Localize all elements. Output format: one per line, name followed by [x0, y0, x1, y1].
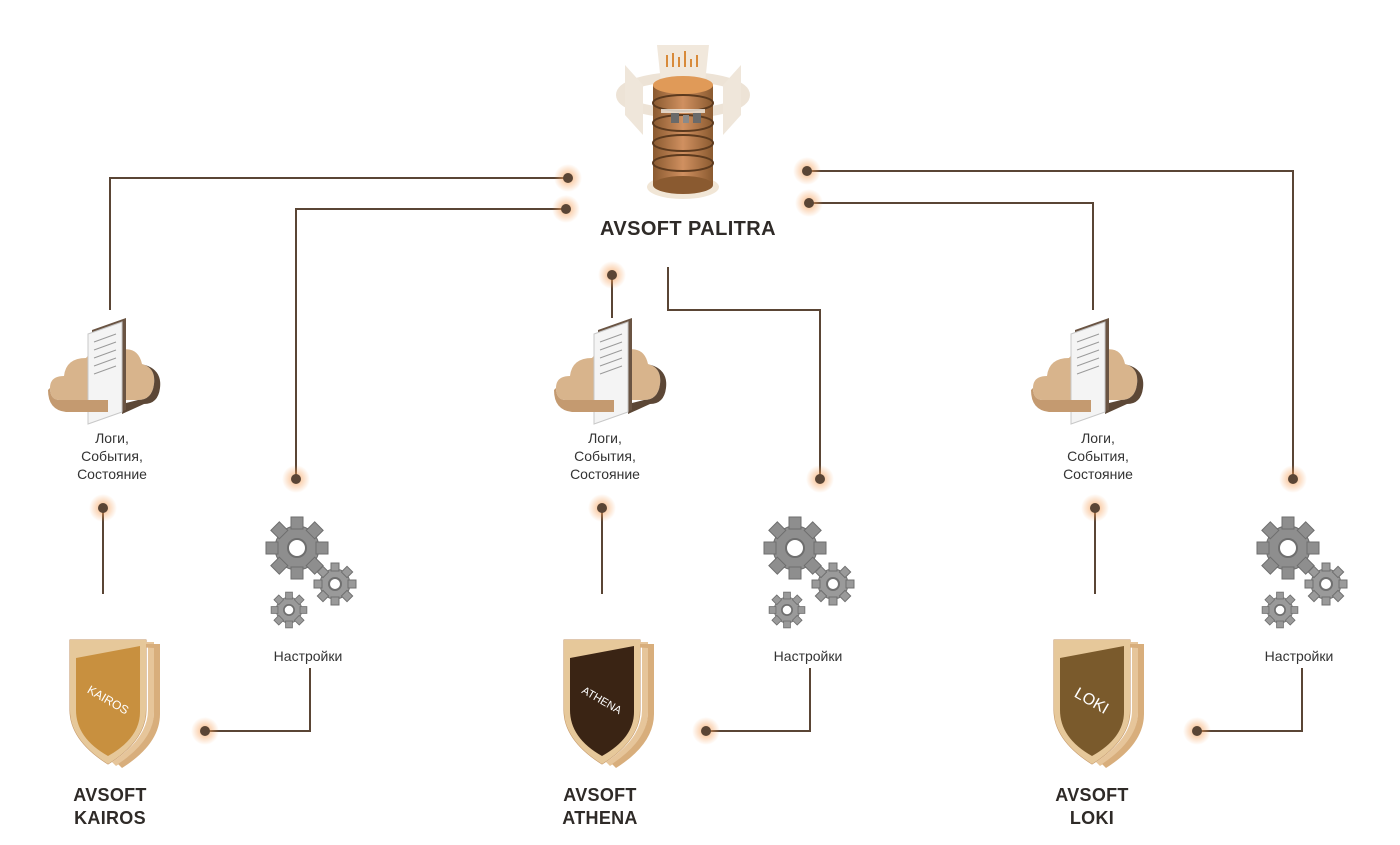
connector-dots [89, 157, 1307, 745]
connector-dot [806, 465, 834, 493]
athena-settings-return-line [706, 668, 811, 732]
logs-label-line: Состояние [570, 466, 640, 482]
logs-label-line: События, [81, 448, 143, 464]
connector-dot [89, 494, 117, 522]
connector-dot [598, 261, 626, 289]
palitra-database-icon [616, 45, 750, 199]
gears-icon [763, 516, 855, 629]
logs-label: Логи, События, Состояние [525, 429, 685, 483]
logs-label-line: Логи, [1081, 430, 1115, 446]
cloud-docs-icon [47, 317, 161, 425]
connector-dot [692, 717, 720, 745]
logs-label-line: События, [574, 448, 636, 464]
product-title-loki: AVSOFT LOKI [982, 784, 1202, 830]
connector-dot [282, 465, 310, 493]
loki-settings-return-line [1197, 668, 1303, 732]
kairos-settings-return-line [205, 668, 311, 732]
logs-label-line: Состояние [77, 466, 147, 482]
logs-label-line: События, [1067, 448, 1129, 464]
product-title-line: KAIROS [74, 808, 146, 828]
product-title-line: ATHENA [562, 808, 638, 828]
logs-label: Логи, События, Состояние [1018, 429, 1178, 483]
kairos-logs-to-palitra-line [109, 177, 568, 310]
logs-label: Логи, События, Состояние [32, 429, 192, 483]
athena-shield-icon: ATHENA [563, 639, 655, 769]
loki-logs-to-palitra-line [809, 202, 1094, 310]
logs-label-line: Состояние [1063, 466, 1133, 482]
cloud-docs-icon [553, 317, 667, 425]
settings-label: Настройки [273, 648, 343, 664]
palitra-to-kairos-settings-line [295, 208, 566, 479]
cloud-docs-icon [1030, 317, 1144, 425]
settings-label: Настройки [1264, 648, 1334, 664]
connector-dot [1081, 494, 1109, 522]
palitra-to-athena-settings-line [667, 267, 821, 479]
connector-dot [793, 157, 821, 185]
connector-dot [795, 189, 823, 217]
connector-lines [102, 170, 1303, 732]
gears-icon [1256, 516, 1348, 629]
logs-label-line: Логи, [588, 430, 622, 446]
connector-dot [552, 195, 580, 223]
connector-dot [1279, 465, 1307, 493]
product-title-kairos: AVSOFT KAIROS [0, 784, 220, 830]
product-title-line: AVSOFT [1055, 785, 1129, 805]
palitra-title: AVSOFT PALITRA [600, 218, 776, 240]
product-title-line: AVSOFT [73, 785, 147, 805]
kairos-shield-icon: KAIROS [69, 639, 161, 769]
product-title-athena: AVSOFT ATHENA [490, 784, 710, 830]
product-title-line: AVSOFT [563, 785, 637, 805]
connector-dot [1183, 717, 1211, 745]
logs-label-line: Логи, [95, 430, 129, 446]
settings-label: Настройки [773, 648, 843, 664]
gears-icon [265, 516, 357, 629]
connector-dot [191, 717, 219, 745]
connector-dot [554, 164, 582, 192]
product-title-line: LOKI [1069, 808, 1115, 828]
connector-dot [588, 494, 616, 522]
palitra-to-loki-settings-line [807, 170, 1294, 479]
loki-shield-icon: LOKI [1053, 639, 1145, 769]
